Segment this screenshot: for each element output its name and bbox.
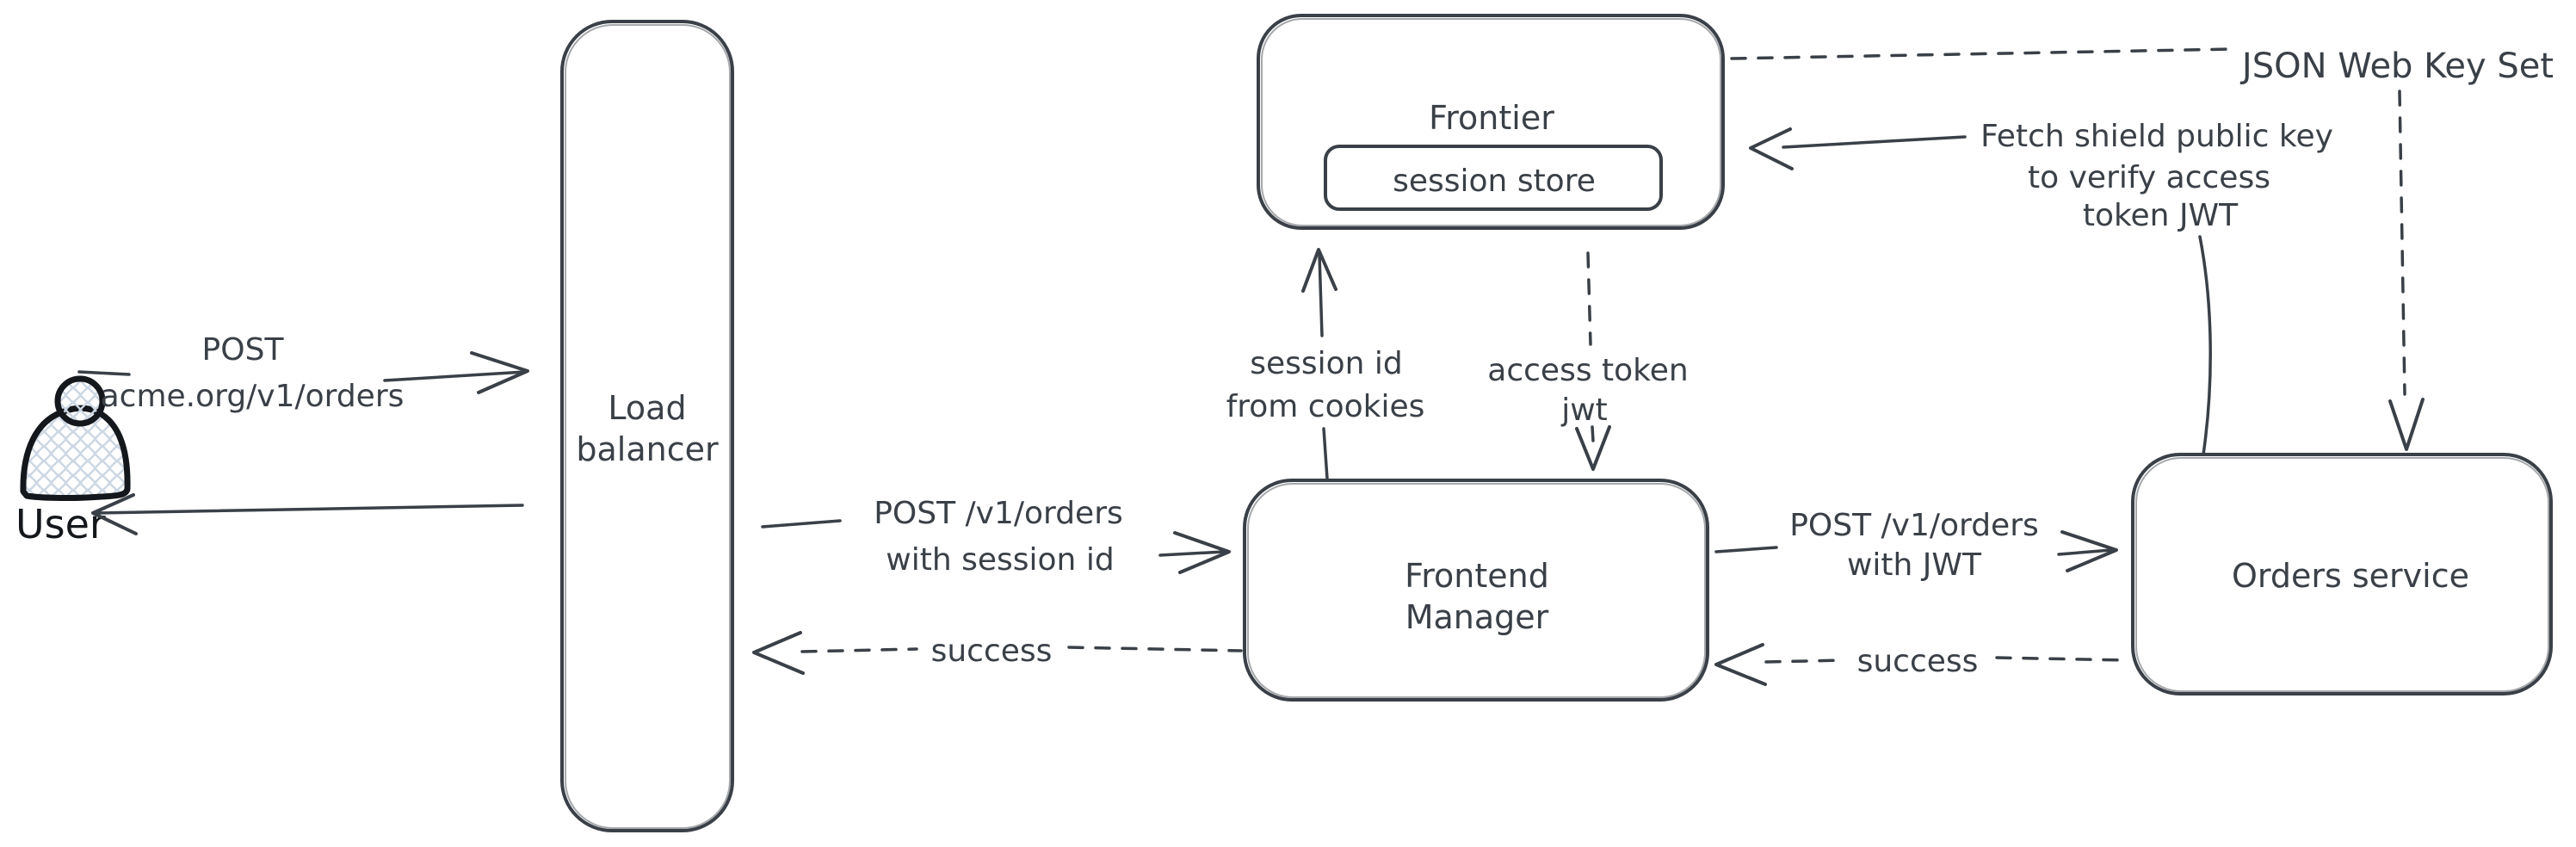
- orders-service-box: [2131, 453, 2553, 696]
- dashed-shaft: [2398, 90, 2406, 396]
- edge-jwks-to-orders-service: [2388, 90, 2425, 451]
- orders-service-label: Orders service: [2232, 557, 2469, 595]
- edge-user-to-load-balancer: POST acme.org/v1/orders: [77, 332, 529, 414]
- edge-label-url: acme.org/v1/orders: [101, 379, 405, 414]
- edge-load-balancer-to-frontend-manager: POST /v1/orders with session id: [761, 496, 1231, 578]
- edge-label-line1: POST /v1/orders: [874, 496, 1123, 531]
- edge-label-post: POST: [202, 332, 285, 368]
- edge-label-line3: token JWT: [2083, 198, 2239, 233]
- node-frontend-manager: Frontend Manager: [1243, 479, 1709, 702]
- dashed-shaft: [1586, 251, 1592, 346]
- frontend-manager-label-line1: Frontend: [1405, 557, 1549, 595]
- edge-label-line2: to verify access: [2028, 160, 2270, 195]
- dashed-shaft: [1995, 656, 2128, 662]
- arrowhead-down-icon: [1575, 425, 1611, 471]
- arrowhead-right-icon: [470, 351, 529, 394]
- edge-label-line1: POST /v1/orders: [1789, 508, 2039, 543]
- orders-service-box-sketch: [2135, 457, 2549, 692]
- arrowhead-left-icon: [1749, 127, 1794, 170]
- load-balancer-label-line1: Load: [608, 389, 686, 427]
- node-frontier: Frontier session store: [1257, 14, 1725, 230]
- node-orders-service: Orders service: [2131, 453, 2553, 696]
- arrow-shaft: [1158, 550, 1226, 557]
- arrow-shaft: [2057, 548, 2113, 556]
- session-store-label: session store: [1393, 164, 1596, 199]
- arrowhead-up-icon: [1301, 248, 1337, 293]
- frontier-label: Frontier: [1429, 99, 1554, 137]
- frontier-box: [1257, 14, 1725, 230]
- arrow-leader: [1714, 546, 1778, 553]
- frontend-manager-box: [1243, 479, 1709, 702]
- arrow-leader: [761, 519, 842, 529]
- edge-label-line2: with session id: [886, 542, 1114, 578]
- dashed-shaft: [1067, 646, 1243, 652]
- edge-frontend-manager-to-load-balancer-success: success: [752, 631, 1243, 675]
- edge-label-line1: Fetch shield public key: [1980, 119, 2333, 154]
- edge-frontend-manager-to-orders-service: POST /v1/orders with JWT: [1714, 508, 2118, 583]
- user-head-icon: [54, 375, 106, 427]
- arrowhead-right-icon: [1173, 531, 1231, 574]
- dashed-shaft: [800, 647, 918, 653]
- edge-frontend-manager-to-frontier: session id from cookies: [1226, 248, 1425, 480]
- node-load-balancer: Load balancer: [560, 20, 734, 832]
- user-label: User: [15, 501, 106, 547]
- dashed-shaft: [1764, 658, 1845, 664]
- edge-label-line2: with JWT: [1847, 547, 1982, 583]
- arrowhead-down-icon: [2388, 398, 2425, 451]
- arrowhead-left-icon: [91, 493, 138, 535]
- arrowhead-right-icon: [2060, 530, 2118, 572]
- arrow-shaft: [383, 370, 527, 382]
- edge-frontier-to-jwks: JSON Web Key Set: [1730, 46, 2554, 86]
- edge-orders-service-to-frontier: Fetch shield public key to verify access…: [1749, 119, 2333, 456]
- edge-label-line2: from cookies: [1226, 389, 1425, 424]
- arrow-leader: [77, 370, 131, 376]
- arrowhead-left-icon: [752, 631, 805, 675]
- arrow-shaft: [1322, 427, 1329, 480]
- arrow-shaft: [1318, 253, 1324, 337]
- curved-shaft: [2198, 235, 2212, 456]
- edge-label-line1: access token: [1487, 353, 1688, 388]
- edge-frontier-to-frontend-manager: access token jwt: [1487, 251, 1689, 471]
- edge-orders-service-to-frontend-manager-success: success: [1714, 643, 2128, 686]
- arrow-shaft: [95, 504, 524, 515]
- arrowhead-left-icon: [1714, 643, 1767, 686]
- jwks-label: JSON Web Key Set: [2239, 46, 2554, 86]
- session-store-box: [1324, 145, 1663, 211]
- dashed-shaft: [1591, 425, 1595, 442]
- frontend-manager-label-line2: Manager: [1405, 598, 1549, 636]
- frontend-manager-box-sketch: [1247, 483, 1706, 698]
- frontier-box-sketch: [1261, 18, 1721, 226]
- load-balancer-label-line2: balancer: [576, 430, 719, 468]
- edge-label-line2: jwt: [1560, 393, 1608, 428]
- user-body-icon: [20, 405, 131, 502]
- edge-label-success: success: [1857, 644, 1979, 679]
- edge-label-line1: session id: [1250, 346, 1403, 381]
- load-balancer-box-sketch: [565, 24, 731, 829]
- edge-label-success: success: [931, 634, 1053, 669]
- edge-load-balancer-to-user: [91, 493, 524, 535]
- arrow-shaft: [1782, 135, 1967, 149]
- load-balancer-box: [560, 20, 734, 832]
- actor-user: User: [15, 375, 131, 547]
- dashed-shaft: [1730, 47, 2235, 60]
